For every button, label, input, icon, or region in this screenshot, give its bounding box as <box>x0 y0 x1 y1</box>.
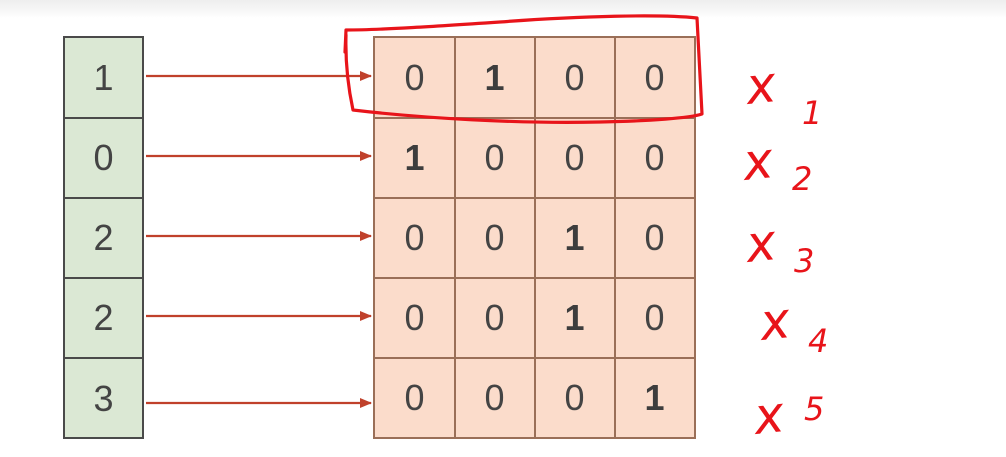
matrix-row-divider <box>375 197 694 199</box>
matrix-cell-r2-c2: 0 <box>484 136 505 178</box>
matrix-cell-r1-c2: 1 <box>484 56 505 98</box>
label-x5-main: x <box>749 385 787 446</box>
matrix-cell-r5-c3: 0 <box>564 376 585 418</box>
matrix-cell-r3-c1: 0 <box>404 216 425 258</box>
matrix-row-divider <box>375 117 694 119</box>
label-x5-subscript: 5 <box>804 390 824 428</box>
one-hot-matrix: 0 1 0 0 1 0 0 0 0 0 1 0 0 0 1 0 0 0 0 1 <box>373 36 696 439</box>
matrix-row-divider <box>375 277 694 279</box>
matrix-cell-r1-c4: 0 <box>644 56 665 98</box>
matrix-cell-r5-c2: 0 <box>484 376 505 418</box>
matrix-column-divider <box>614 38 616 437</box>
index-column: 1 0 2 2 3 <box>63 36 144 439</box>
index-cell-1: 1 <box>65 38 142 119</box>
matrix-column-divider <box>454 38 456 437</box>
matrix-cell-r1-c3: 0 <box>564 56 585 98</box>
matrix-cell-r3-c2: 0 <box>484 216 505 258</box>
arrow-group <box>146 71 372 408</box>
matrix-cell-r2-c4: 0 <box>644 136 665 178</box>
matrix-cell-r4-c2: 0 <box>484 296 505 338</box>
label-x3-main: x <box>741 213 779 274</box>
matrix-cell-r5-c1: 0 <box>404 376 425 418</box>
matrix-cell-r4-c4: 0 <box>644 296 665 338</box>
label-x4-subscript: 4 <box>808 322 828 360</box>
matrix-cell-r5-c4: 1 <box>644 376 665 418</box>
matrix-cell-r3-c4: 0 <box>644 216 665 258</box>
label-x4-main: x <box>755 291 793 352</box>
index-cell-3: 2 <box>65 198 142 279</box>
top-edge-shadow <box>0 0 1006 18</box>
index-cell-4: 2 <box>65 278 142 359</box>
label-x3-subscript: 3 <box>794 242 814 280</box>
matrix-cell-r4-c1: 0 <box>404 296 425 338</box>
matrix-column-divider <box>534 38 536 437</box>
matrix-row-divider <box>375 357 694 359</box>
label-x2-subscript: 2 <box>792 160 812 198</box>
index-cell-5: 3 <box>93 377 114 419</box>
label-x1-main: x <box>741 55 779 116</box>
label-x1-subscript: 1 <box>802 94 822 132</box>
matrix-cell-r4-c3: 1 <box>564 296 585 338</box>
label-x2-main: x <box>738 131 776 192</box>
index-cell-2: 0 <box>65 118 142 199</box>
row-highlight-box <box>343 14 704 124</box>
matrix-cell-r2-c1: 1 <box>404 136 425 178</box>
matrix-cell-r1-c1: 0 <box>404 56 425 98</box>
matrix-cell-r2-c3: 0 <box>564 136 585 178</box>
matrix-cell-r3-c3: 1 <box>564 216 585 258</box>
